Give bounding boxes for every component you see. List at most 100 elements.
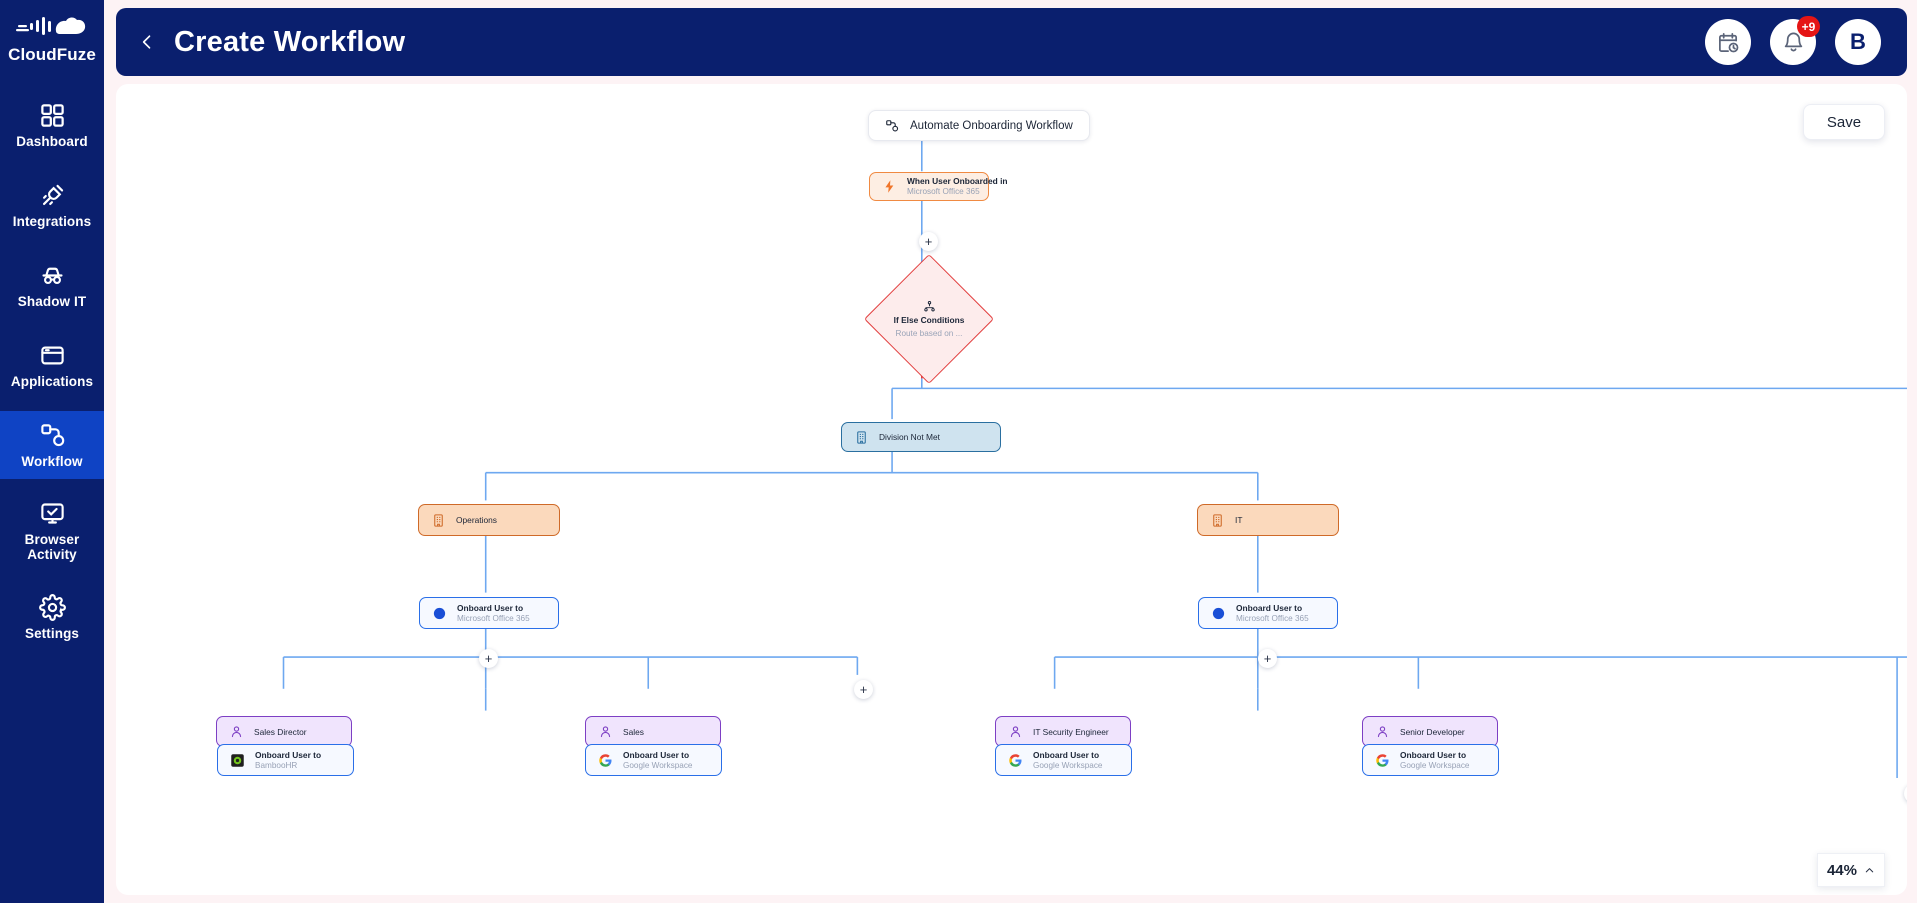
notification-badge: +9 [1797, 16, 1820, 37]
node-title: Sales [623, 726, 644, 737]
brand-name: CloudFuze [8, 45, 96, 64]
add-node-button[interactable]: + [1258, 649, 1277, 668]
sidebar-item-applications[interactable]: Applications [0, 331, 104, 399]
node-department-it[interactable]: IT [1197, 504, 1339, 536]
user-icon [1010, 726, 1021, 738]
chevron-left-icon [142, 35, 151, 49]
brand-logo[interactable]: CloudFuze [0, 14, 104, 65]
schedule-button[interactable] [1705, 19, 1751, 65]
node-title: Onboard User to [457, 602, 524, 613]
node-condition[interactable]: If Else Conditions Route based on ... [863, 253, 995, 385]
add-node-button[interactable]: + [1904, 784, 1907, 803]
node-title: Onboard User to [1400, 749, 1467, 760]
node-title: Onboard User to [623, 749, 690, 760]
lightning-icon [885, 180, 894, 193]
save-button[interactable]: Save [1803, 104, 1885, 140]
user-icon [600, 726, 611, 738]
user-icon [231, 726, 242, 738]
sidebar-item-label: Integrations [12, 213, 92, 229]
header-actions: +9 B [1705, 16, 1881, 65]
sidebar-item-integrations[interactable]: Integrations [0, 171, 104, 239]
sidebar-item-browser-activity[interactable]: Browser Activity [0, 491, 104, 571]
grid-icon [40, 103, 64, 127]
sidebar-item-label: Applications [10, 373, 94, 389]
node-division-not-met[interactable]: Division Not Met [841, 422, 1001, 452]
node-title: Operations [456, 515, 497, 525]
sidebar-item-label: Shadow IT [17, 293, 87, 309]
node-title: If Else Conditions [893, 314, 965, 325]
sidebar-item-dashboard[interactable]: Dashboard [0, 91, 104, 159]
sidebar-item-settings[interactable]: Settings [0, 583, 104, 651]
google-icon [1376, 753, 1389, 767]
chevron-up-icon [1865, 867, 1874, 872]
sidebar: CloudFuze Dashboard Integrations Shadow … [0, 0, 104, 903]
node-title: IT Security Engineer [1033, 726, 1109, 737]
workflow-canvas[interactable]: Automate Onboarding Workflow When User O… [116, 84, 1907, 895]
back-button[interactable] [130, 25, 164, 59]
monitor-check-icon [40, 503, 64, 524]
node-title: When User Onboarded in [907, 176, 1008, 186]
cloudfuze-logo-icon [16, 17, 86, 35]
building-icon [1213, 513, 1222, 527]
zoom-control[interactable]: 44% [1816, 853, 1885, 887]
zoom-level-label: 44% [1826, 861, 1857, 879]
top-header: Create Workflow +9 B [116, 8, 1907, 76]
sidebar-item-workflow[interactable]: Workflow [0, 411, 104, 479]
workflow-edges [282, 125, 1907, 779]
bamboohr-icon [231, 753, 244, 767]
sidebar-item-shadow-it[interactable]: Shadow IT [0, 251, 104, 319]
sidebar-item-label: Settings [24, 625, 80, 641]
node-subtitle: Google Workspace [1033, 760, 1103, 770]
node-subtitle: Microsoft Office 365 [907, 187, 980, 196]
node-app-google-workspace-3[interactable]: Onboard User to Google Workspace [1362, 744, 1499, 776]
node-role-sales-director[interactable]: Sales Director [216, 716, 352, 747]
node-app-google-workspace-2[interactable]: Onboard User to Google Workspace [995, 744, 1132, 776]
node-title: Sales Director [254, 726, 307, 737]
node-subtitle: BambooHR [255, 760, 298, 770]
node-app-google-workspace-1[interactable]: Onboard User to Google Workspace [585, 744, 722, 776]
sidebar-item-label: Workflow [21, 453, 83, 469]
workflow-title-label: Automate Onboarding Workflow [910, 119, 1073, 132]
window-icon [40, 346, 64, 364]
node-title: Onboard User to [255, 749, 322, 760]
node-subtitle: Microsoft Office 365 [457, 613, 530, 623]
node-role-it-security-engineer[interactable]: IT Security Engineer [995, 716, 1131, 747]
node-app-bamboohr[interactable]: Onboard User to BambooHR [217, 744, 354, 776]
branch-icon [923, 300, 935, 311]
node-role-sales[interactable]: Sales [585, 716, 721, 747]
node-subtitle: Route based on ... [895, 328, 963, 338]
workflow-title-card[interactable]: Automate Onboarding Workflow [868, 110, 1090, 141]
node-title: Senior Developer [1400, 726, 1465, 737]
gear-icon [38, 593, 66, 621]
node-app-office365-it[interactable]: Onboard User to Microsoft Office 365 [1198, 597, 1338, 629]
workflow-icon [886, 119, 899, 132]
node-subtitle: Microsoft Office 365 [1236, 613, 1309, 623]
add-node-button[interactable]: + [919, 232, 938, 251]
node-title: Onboard User to [1033, 749, 1100, 760]
node-title: Division Not Met [879, 432, 940, 442]
sidebar-item-label: Browser Activity [24, 532, 80, 562]
add-node-button[interactable]: + [854, 680, 873, 699]
node-app-office365-operations[interactable]: Onboard User to Microsoft Office 365 [419, 597, 559, 629]
user-icon [1377, 726, 1388, 738]
workflow-graph: Automate Onboarding Workflow When User O… [116, 84, 1907, 895]
building-icon [434, 513, 443, 527]
bell-icon [1784, 32, 1802, 51]
notifications-button[interactable]: +9 [1770, 16, 1820, 65]
building-icon [857, 430, 866, 444]
node-title: IT [1235, 515, 1243, 525]
node-title: Onboard User to [1236, 602, 1303, 613]
node-trigger[interactable]: When User Onboarded in Microsoft Office … [869, 172, 1008, 201]
workflow-icon [40, 423, 64, 446]
plug-icon [42, 184, 63, 205]
incognito-icon [41, 267, 63, 284]
google-icon [1009, 753, 1022, 767]
node-department-operations[interactable]: Operations [418, 504, 560, 536]
add-node-button[interactable]: + [479, 649, 498, 668]
node-role-senior-developer[interactable]: Senior Developer [1362, 716, 1498, 747]
main-area: Create Workflow +9 B [104, 0, 1917, 903]
google-icon [599, 753, 612, 767]
node-subtitle: Google Workspace [1400, 760, 1470, 770]
office365-icon [1212, 607, 1225, 619]
avatar[interactable]: B [1835, 19, 1881, 65]
